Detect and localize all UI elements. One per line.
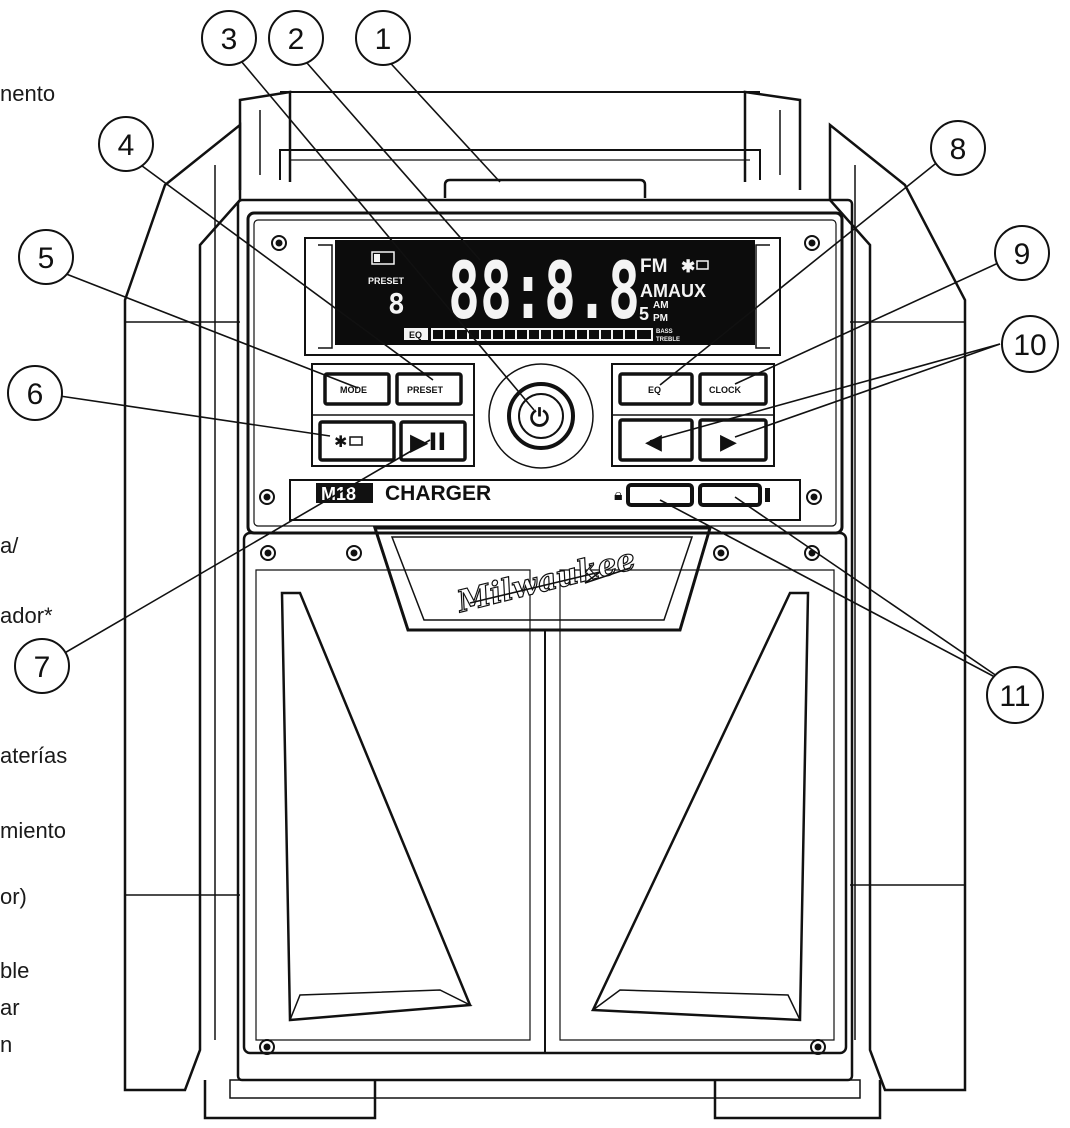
radio-body (123, 90, 967, 1120)
lcd-preset-digit: 8 (388, 287, 405, 320)
lcd-treble: TREBLE (656, 337, 680, 343)
next-button[interactable]: ▶ (698, 418, 768, 462)
power-button[interactable]: ⏻ (488, 363, 594, 469)
lcd-bluetooth-icon: ✱ (681, 257, 695, 276)
lcd-eq-bar (431, 328, 653, 341)
svg-text:1: 1 (375, 23, 392, 56)
lcd-band-fm: FM (640, 256, 667, 277)
power-icon: ⏻ (530, 404, 549, 432)
leader-lines (52, 54, 1021, 686)
play-pause-button[interactable]: ▶II (399, 420, 467, 462)
svg-text:9: 9 (1014, 238, 1031, 271)
callout-7: 7 (14, 638, 70, 694)
clock-button[interactable]: CLOCK (698, 372, 768, 406)
callout-1: 1 (355, 10, 411, 66)
lcd-bass: BASS (656, 329, 673, 335)
brand-lightning (469, 567, 631, 604)
lcd-band-am-aux: AMAUX (640, 281, 706, 301)
lcd-am: AM (653, 300, 669, 311)
side-label-6: or) (0, 884, 27, 909)
side-label-1: nento (0, 81, 56, 106)
side-label-7: ble (0, 958, 30, 983)
side-label-3: ador* (0, 603, 53, 628)
callout-5: 5 (18, 229, 74, 285)
callout-10: 10 (1001, 315, 1059, 373)
svg-text:MODE: MODE (340, 385, 367, 395)
svg-text:6: 6 (27, 378, 44, 411)
lcd-eq: EQ (409, 330, 422, 340)
callout-3: 3 (201, 10, 257, 66)
svg-text:2: 2 (288, 23, 305, 56)
svg-text:7: 7 (34, 651, 51, 684)
svg-text:5: 5 (38, 242, 55, 275)
callout-8: 8 (930, 120, 986, 176)
lock-icon: 🔒︎ (614, 485, 623, 504)
battery-gauge-right (698, 483, 762, 507)
svg-text:11: 11 (999, 680, 1030, 713)
battery-icon (765, 488, 770, 502)
svg-text:10: 10 (1013, 329, 1046, 362)
callout-6: 6 (7, 365, 63, 421)
lcd-small-digit: 5 (639, 304, 649, 324)
svg-text:8: 8 (950, 133, 967, 166)
callout-11: 11 (986, 666, 1044, 724)
speaker-grille (242, 526, 848, 1055)
lcd-time-digits: 88:8.8 (448, 247, 640, 337)
side-label-5: miento (0, 818, 67, 843)
eq-button[interactable]: EQ (618, 372, 694, 406)
side-label-9: n (0, 1032, 13, 1057)
aux-icon (349, 436, 363, 446)
lcd-preset-label: PRESET (368, 276, 405, 286)
side-label-4: aterías (0, 743, 68, 768)
svg-text:EQ: EQ (648, 385, 661, 395)
mode-button[interactable]: MODE (323, 372, 391, 406)
charger-label: CHARGER (385, 482, 491, 505)
side-label-2: a/ (0, 533, 19, 558)
svg-text:CLOCK: CLOCK (709, 385, 741, 395)
button-panel (311, 363, 775, 467)
battery-gauge-left (626, 483, 694, 507)
next-icon: ▶ (720, 430, 737, 455)
callout-2: 2 (268, 10, 324, 66)
svg-text:PRESET: PRESET (407, 385, 444, 395)
brand-logo: Milwaukee (453, 542, 639, 620)
charger-strip: M18 CHARGER 🔒︎ (289, 479, 801, 521)
svg-text:4: 4 (118, 129, 135, 162)
side-label-8: ar (0, 995, 20, 1020)
lcd-pm: PM (653, 313, 668, 324)
bluetooth-icon: ✱ (334, 432, 347, 451)
callout-9: 9 (994, 225, 1050, 281)
screws (259, 235, 826, 1055)
callout-4: 4 (98, 116, 154, 172)
svg-text:3: 3 (221, 23, 238, 56)
lcd-aux-icon (696, 260, 709, 270)
preset-button[interactable]: PRESET (395, 372, 463, 406)
prev-icon: ◀ (645, 430, 662, 455)
bluetooth-button[interactable]: ✱ (318, 420, 396, 462)
play-pause-icon: ▶II (410, 428, 446, 456)
